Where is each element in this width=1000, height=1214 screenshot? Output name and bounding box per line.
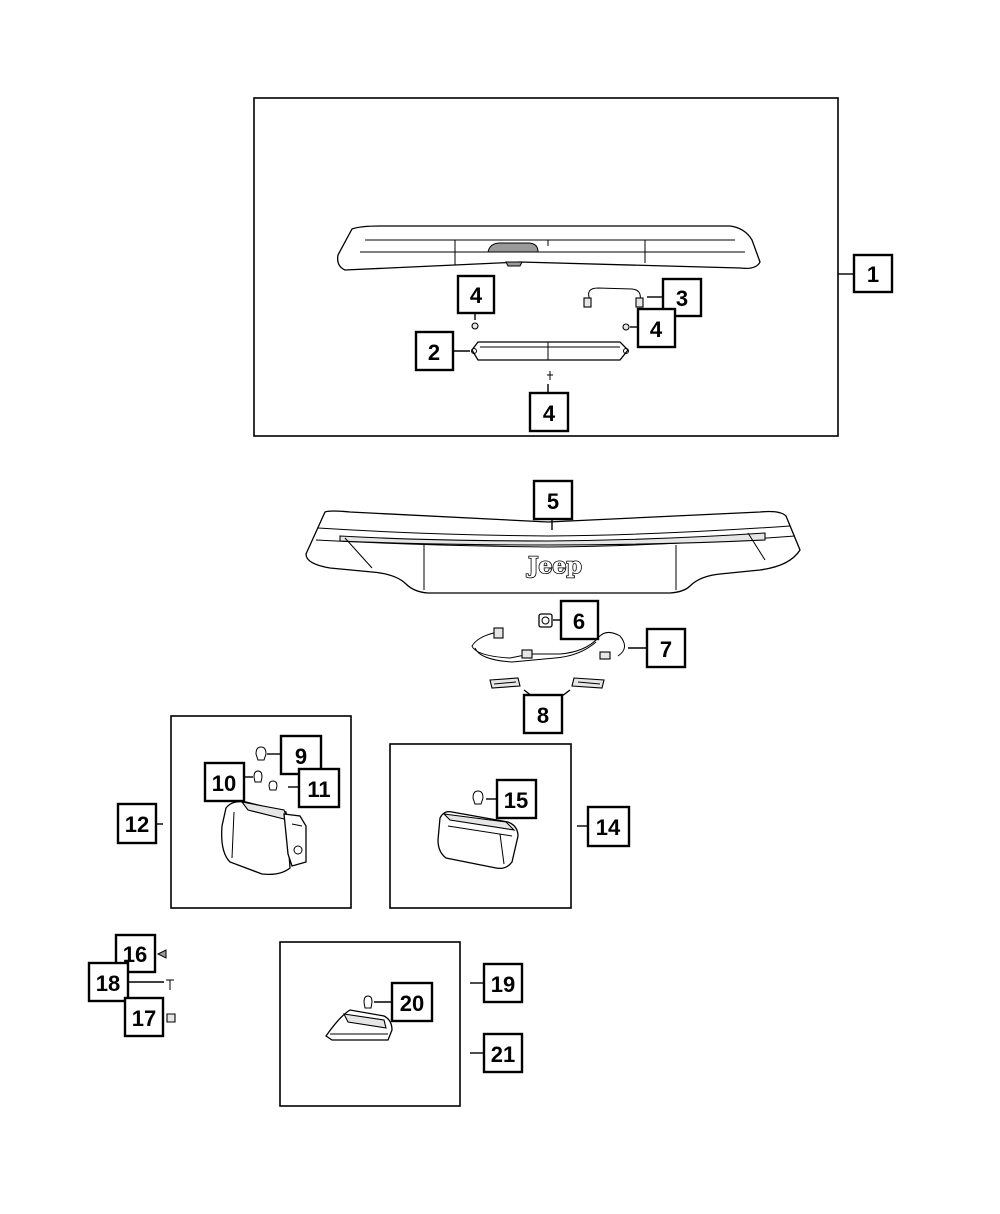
callout-4-bottom: 4 — [528, 391, 570, 433]
svg-text:4: 4 — [650, 317, 663, 342]
callout-1: 1 — [852, 253, 894, 294]
license-lamp-right — [571, 677, 605, 689]
backup-lamp — [325, 1009, 393, 1041]
svg-text:20: 20 — [400, 991, 424, 1016]
rear-spoiler — [337, 225, 761, 271]
callout-14: 14 — [586, 805, 631, 848]
callout-19: 19 — [482, 962, 524, 1004]
callout-8: 8 — [522, 693, 564, 735]
fastener-nut-17 — [166, 1013, 176, 1023]
jeep-logo: Jeep — [526, 553, 582, 579]
callout-6: 6 — [559, 599, 600, 641]
center-high-mount-stop-lamp — [471, 341, 629, 361]
svg-text:4: 4 — [543, 401, 556, 426]
tail-lamp — [221, 800, 307, 876]
fastener-clip-16 — [156, 949, 167, 959]
tail-lamp-group-box — [170, 715, 352, 909]
liftgate-applique: Jeep — [305, 510, 801, 594]
tail-lamp-bulb-10 — [255, 746, 267, 761]
spoiler-nut-left — [471, 322, 479, 330]
spoiler-nut-right — [622, 323, 630, 331]
callout-4-top-left: 4 — [456, 274, 496, 315]
svg-text:1: 1 — [867, 262, 879, 287]
svg-text:6: 6 — [573, 609, 585, 634]
callout-9: 12 — [116, 802, 158, 845]
callout-5: 5 — [532, 479, 574, 521]
callout-20: 20 — [390, 981, 434, 1023]
svg-text:8: 8 — [537, 703, 549, 728]
license-lamp-wiring-harness — [471, 627, 625, 663]
svg-text:2: 2 — [428, 340, 440, 365]
callout-7: 7 — [645, 627, 687, 669]
callout-10: 9 — [279, 734, 323, 776]
callout-4-right: 4 — [636, 307, 677, 349]
svg-text:12: 12 — [125, 812, 149, 837]
liftgate-release-switch — [538, 613, 553, 628]
spoiler-wiring-harness — [583, 287, 644, 308]
callout-18: 18 — [87, 961, 130, 1003]
spoiler-assembly-group-box — [253, 97, 839, 437]
svg-text:3: 3 — [676, 286, 688, 311]
svg-text:4: 4 — [470, 283, 483, 308]
callout-21: 21 — [482, 1032, 524, 1074]
spoiler-screw — [547, 371, 553, 380]
svg-text:18: 18 — [96, 971, 120, 996]
fastener-screw-18 — [166, 979, 174, 990]
liftgate-lamp-bulb — [472, 790, 484, 805]
svg-text:17: 17 — [132, 1006, 156, 1031]
svg-text:21: 21 — [491, 1042, 515, 1067]
svg-text:14: 14 — [596, 815, 621, 840]
backup-lamp-bulb — [363, 995, 373, 1009]
license-lamp-left — [489, 677, 521, 689]
tail-lamp-bulb-12 — [268, 780, 278, 791]
callout-12: 11 — [297, 767, 341, 809]
backup-lamp-group-box — [279, 941, 461, 1107]
svg-text:11: 11 — [307, 777, 330, 802]
svg-text:7: 7 — [660, 637, 672, 662]
svg-text:9: 9 — [295, 744, 307, 769]
liftgate-lamp — [437, 810, 519, 870]
svg-text:15: 15 — [504, 788, 528, 813]
svg-text:5: 5 — [547, 489, 559, 514]
callout-15: 15 — [495, 778, 538, 820]
callout-11: 10 — [203, 761, 246, 803]
liftgate-lamp-group-box — [389, 743, 572, 909]
svg-text:10: 10 — [212, 771, 236, 796]
svg-text:19: 19 — [491, 972, 515, 997]
callout-17: 17 — [123, 996, 165, 1038]
callout-2: 2 — [414, 330, 455, 372]
tail-lamp-bulb-11 — [253, 770, 263, 783]
